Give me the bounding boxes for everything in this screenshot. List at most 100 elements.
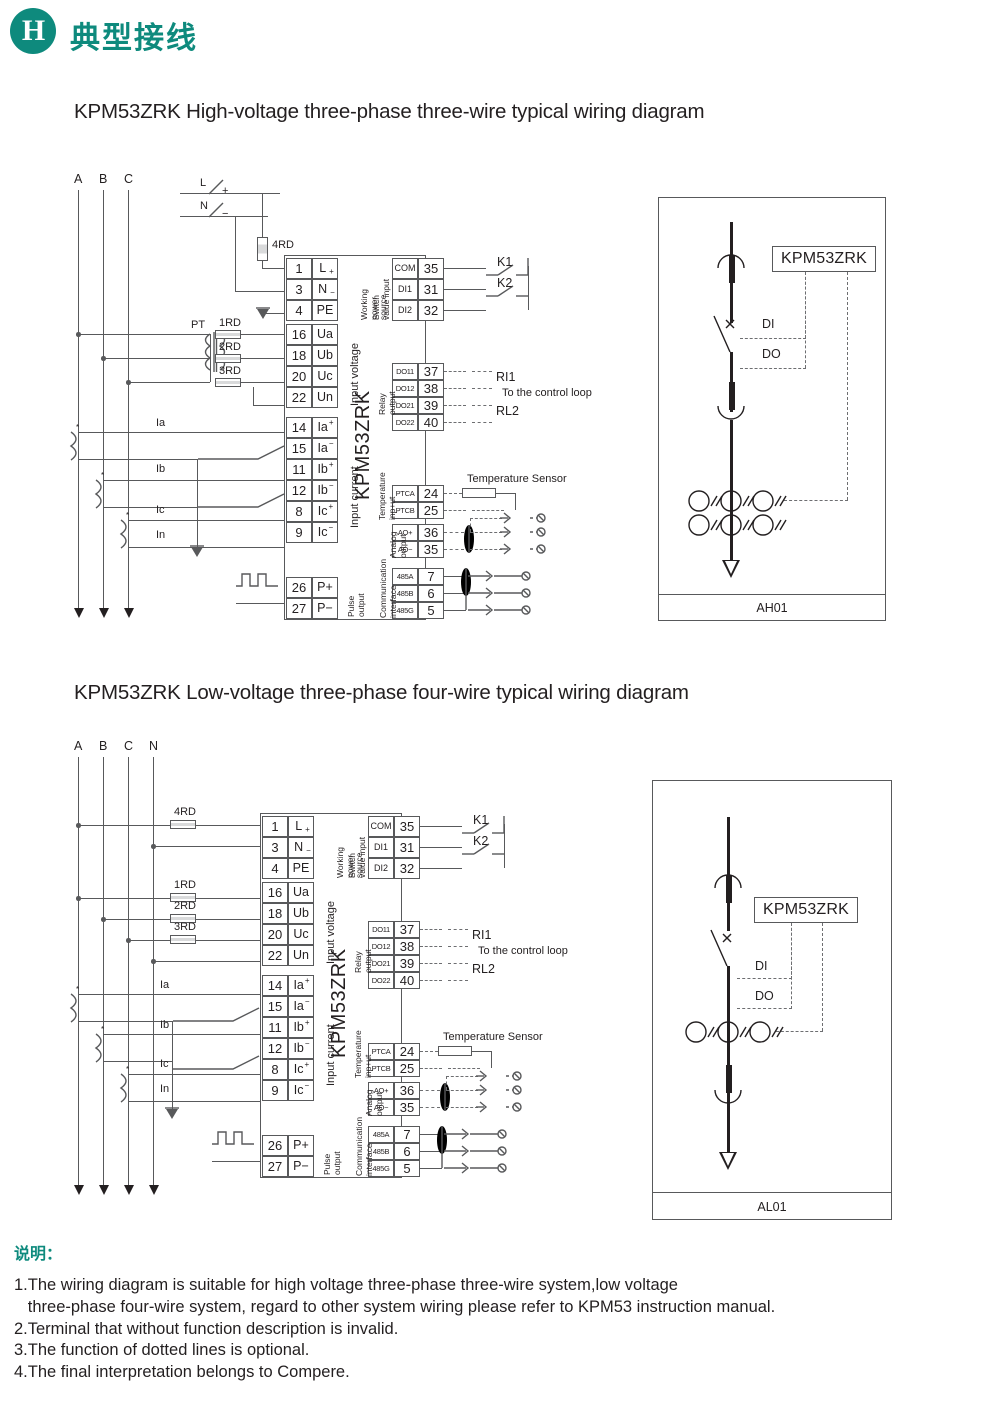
n-to-t3 xyxy=(235,291,284,293)
group-label-pulse-output-2: Pulse output xyxy=(322,1151,342,1175)
terminal-fn-do21-1: DO21 xyxy=(392,397,418,414)
terminal-fn-9: Ic− xyxy=(312,522,338,543)
terminal-no-do21-2: 39 xyxy=(394,955,420,972)
terminal-fn-1: L+ xyxy=(312,258,338,279)
ptc-lead-a-2 xyxy=(420,1051,438,1052)
terminal-fn-8-text: Ic xyxy=(317,504,328,519)
com-out-wire-1 xyxy=(444,268,486,270)
ct-c-polarity-2: * xyxy=(126,1065,130,1074)
terminal-no-di2-1: 32 xyxy=(418,300,444,321)
ao-connector-icons-2 xyxy=(476,1070,522,1113)
terminal-no-9: 9 xyxy=(286,522,312,543)
ct-group-icon-1b xyxy=(688,514,787,536)
terminal-fn-15: Ia− xyxy=(312,438,338,459)
pt-pri-return xyxy=(210,334,212,382)
pt-pri-a xyxy=(78,334,210,336)
relay-lead-37b-2 xyxy=(448,929,468,930)
control-loop-note-1: To the control loop xyxy=(502,387,592,399)
terminal-fn-do22-2: DO22 xyxy=(368,972,394,989)
rs485-lead-a xyxy=(444,576,466,578)
fuse-4rd-2 xyxy=(170,820,196,829)
terminal-no-11: 11 xyxy=(286,459,312,480)
feeder-main-mid-1 xyxy=(730,283,733,323)
ct-c-bot-2 xyxy=(128,1101,260,1103)
rs485-shield-icon-2 xyxy=(437,1126,447,1168)
terminal-fn-9-sub: − xyxy=(328,523,334,533)
ct-terminal-crossing xyxy=(198,445,285,508)
terminal-no-27-2: 27 xyxy=(262,1156,288,1177)
ao-lead-plus xyxy=(444,532,464,533)
fuse-1rd-label-2: 1RD xyxy=(174,879,197,891)
terminal-fn-ao-plus-1: AO+ xyxy=(392,524,418,541)
temperature-sensor-label-2: Temperature Sensor xyxy=(443,1031,543,1043)
terminal-fn-14: Ia+ xyxy=(312,417,338,438)
uc-feed-2 xyxy=(128,940,170,942)
ptc-lead-a xyxy=(444,493,462,494)
terminal-fn-12-sub-2: − xyxy=(304,1039,310,1049)
bus-b-arrow-2 xyxy=(99,1185,109,1195)
terminal-no-do12-2: 38 xyxy=(394,938,420,955)
terminal-no-3-2: 3 xyxy=(262,837,288,858)
notes-section: 说明： 1.The wiring diagram is suitable for… xyxy=(14,1240,989,1384)
terminal-no-di1-1: 31 xyxy=(418,279,444,300)
isolator-bottom-icon-2 xyxy=(714,1089,742,1104)
terminal-fn-9-sub-2: − xyxy=(304,1081,310,1091)
terminal-no-26: 26 xyxy=(286,577,312,598)
current-label-ib: Ib xyxy=(156,463,166,475)
terminal-fn-11-text: Ib xyxy=(317,462,328,477)
panel-di-label-2: DI xyxy=(755,959,768,973)
ct-b-polarity: * xyxy=(101,471,105,480)
ct-a-polarity-2: * xyxy=(76,985,80,994)
ct-b-top xyxy=(103,480,284,482)
terminal-fn-3-text-2: N xyxy=(294,840,304,855)
relay-label-ri1-2: RI1 xyxy=(472,928,492,942)
relay-lead-39-2 xyxy=(420,963,442,964)
notes-list: 1.The wiring diagram is suitable for hig… xyxy=(14,1275,989,1384)
fuse-2rd xyxy=(215,354,241,363)
group-label-communication-2: Communication interface xyxy=(354,1116,374,1176)
terminal-fn-di1-2: DI1 xyxy=(368,837,394,858)
phase-label-a-2: A xyxy=(74,739,83,753)
terminal-fn-12: Ib− xyxy=(312,480,338,501)
junction-n-u-2 xyxy=(151,959,156,964)
ct-a-top-2 xyxy=(78,994,260,996)
ct-b-bot-2 xyxy=(103,1061,173,1063)
terminal-fn-27: P− xyxy=(312,598,338,619)
terminal-no-22-2: 22 xyxy=(262,945,288,966)
n-drop xyxy=(235,216,237,292)
ao-out-lead-3 xyxy=(470,549,502,550)
terminal-fn-1-text: L xyxy=(319,261,327,276)
terminal-fn-ptcb-2: PTCB xyxy=(368,1060,394,1077)
terminal-no-di2-2: 32 xyxy=(394,858,420,879)
ptc-lead-b2-2 xyxy=(448,1068,480,1069)
breaker-switch-icon-2 xyxy=(710,929,732,967)
current-label-ib-2: Ib xyxy=(160,1019,170,1031)
terminal-fn-9-text: Ic xyxy=(317,525,328,540)
junction-b-u-2 xyxy=(101,917,106,922)
terminal-no-1-2: 1 xyxy=(262,816,288,837)
bus-c-2 xyxy=(128,757,130,1187)
ub-feed-2 xyxy=(103,919,170,921)
terminal-fn-27-2: P− xyxy=(288,1156,314,1177)
terminal-no-ao-minus-2: 35 xyxy=(394,1099,420,1116)
terminal-no-ao-plus-2: 36 xyxy=(394,1082,420,1099)
terminal-fn-8-2: Ic+ xyxy=(288,1059,314,1080)
terminal-fn-15-sub: − xyxy=(328,439,334,449)
pt-pri-b xyxy=(103,358,210,360)
terminal-no-12: 12 xyxy=(286,480,312,501)
ao-out-lead-2 xyxy=(470,532,502,533)
ct-c-top-2 xyxy=(128,1074,260,1076)
terminal-fn-1-sub: + xyxy=(329,267,334,277)
ct-icon-c xyxy=(119,519,127,549)
l-drop xyxy=(262,193,264,237)
ct-tap-h-2 xyxy=(776,1031,823,1032)
terminal-fn-do11-2: DO11 xyxy=(368,921,394,938)
panel-do-label-2: DO xyxy=(755,989,774,1003)
k2-right-leg-2 xyxy=(440,847,462,849)
terminal-fn-3-sub-2: − xyxy=(306,846,311,856)
terminal-no-15: 15 xyxy=(286,438,312,459)
feeder-main-lower-2 xyxy=(727,966,730,1046)
current-label-in-2: In xyxy=(160,1083,170,1095)
group-label-switch-input-2: Switch value input xyxy=(347,836,367,878)
feeder-arrow-1 xyxy=(722,560,740,578)
